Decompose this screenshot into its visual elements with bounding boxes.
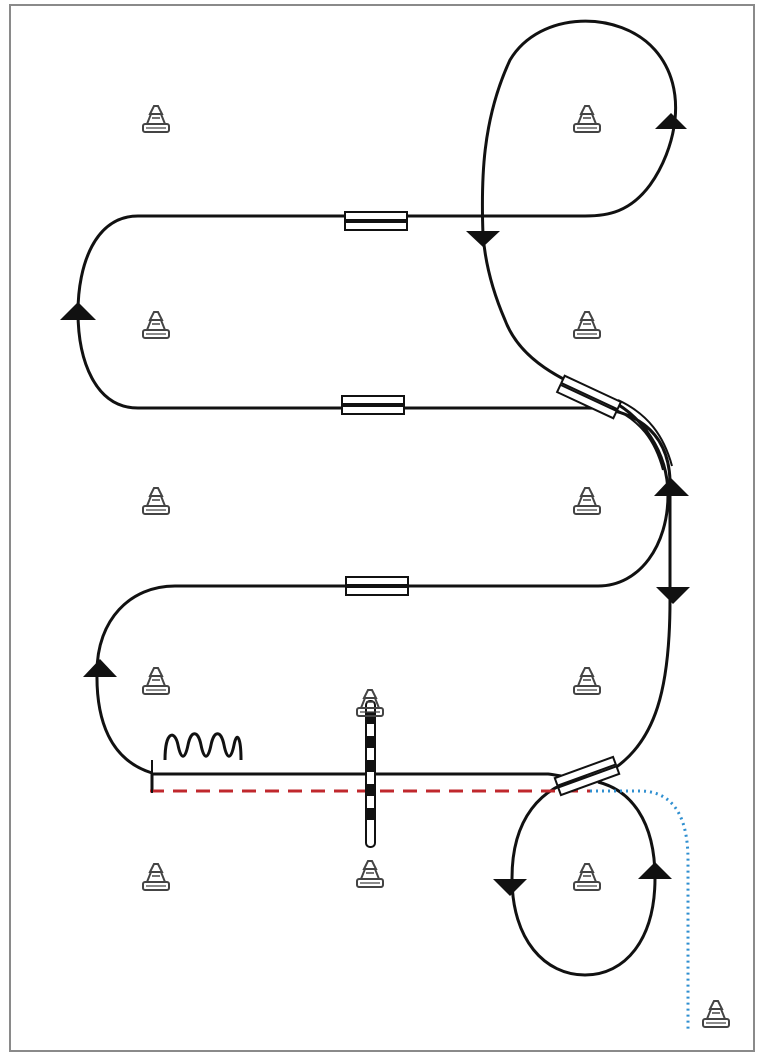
traffic-cone-icon — [573, 487, 601, 515]
gate-marker-icon — [345, 576, 409, 596]
triangle-arrow-icon — [60, 302, 96, 320]
zigzag-icon — [163, 732, 243, 761]
traffic-cone-icon — [573, 863, 601, 891]
traffic-cone-icon — [142, 105, 170, 133]
traffic-cone-icon — [702, 1000, 730, 1028]
bottom-loop-path — [510, 776, 657, 977]
gate-marker-icon — [555, 374, 623, 420]
exit-path — [590, 789, 690, 1030]
gate-marker-icon — [344, 211, 408, 231]
triangle-arrow-icon — [638, 862, 672, 879]
triangle-arrow-icon — [654, 478, 689, 496]
traffic-cone-icon — [573, 311, 601, 339]
traffic-cone-icon — [142, 487, 170, 515]
triangle-arrow-icon — [655, 113, 687, 129]
curved-gate-marker — [611, 399, 673, 471]
diagram-frame — [9, 4, 755, 1052]
traffic-cone-icon — [573, 105, 601, 133]
gate-marker-icon — [553, 755, 621, 797]
triangle-arrow-icon — [83, 659, 117, 677]
triangle-arrow-icon — [493, 879, 527, 896]
triangle-arrow-icon — [466, 231, 500, 247]
gate-marker-icon — [341, 395, 405, 415]
triangle-arrow-icon — [656, 587, 690, 604]
traffic-cone-icon — [142, 863, 170, 891]
traffic-cone-icon — [573, 667, 601, 695]
traffic-cone-icon — [356, 860, 384, 888]
traffic-cone-icon — [142, 311, 170, 339]
traffic-cone-icon — [142, 667, 170, 695]
striped-pole-icon — [365, 700, 376, 848]
